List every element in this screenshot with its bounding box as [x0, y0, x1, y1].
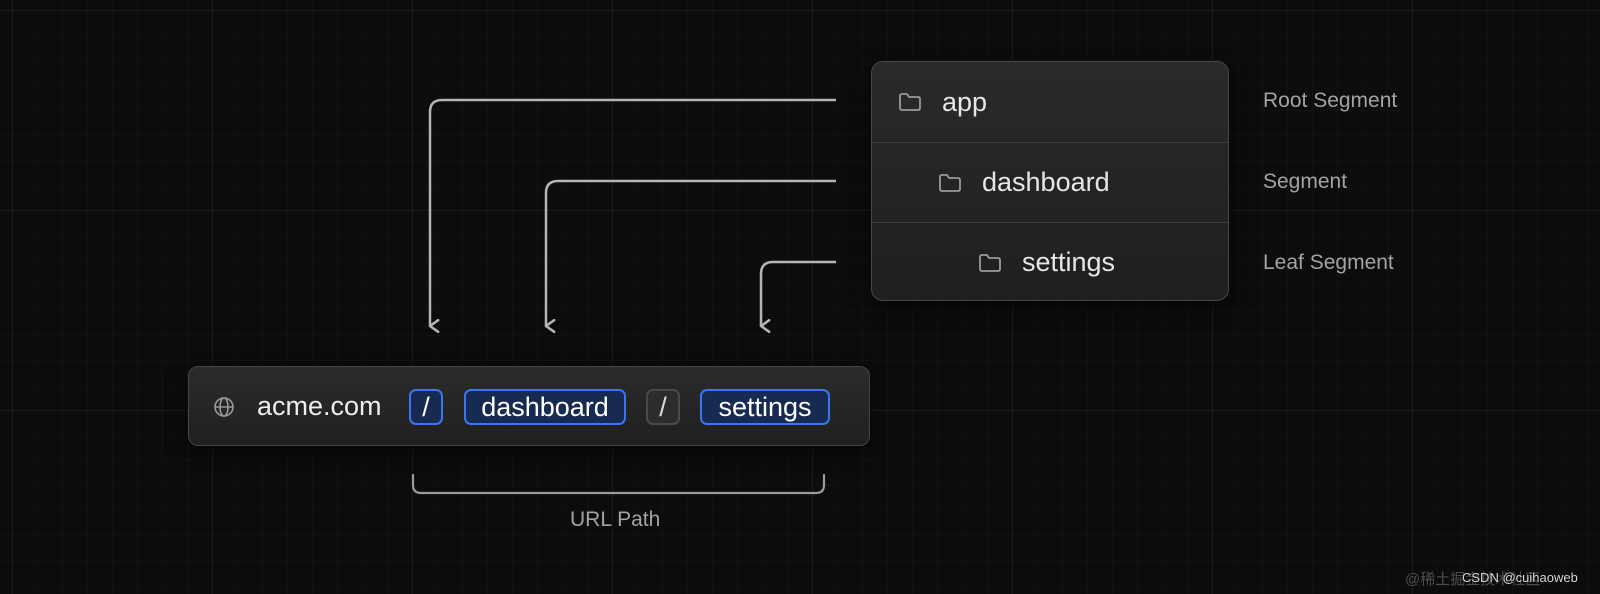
folder-icon: [938, 173, 962, 193]
url-path-label: URL Path: [570, 508, 661, 531]
watermark-faint: @稀土掘金技术社区: [1405, 571, 1541, 588]
segment-label-root: Root Segment: [1263, 89, 1398, 112]
folder-icon: [978, 253, 1002, 273]
folder-row-dashboard[interactable]: dashboard: [872, 142, 1228, 222]
url-domain: acme.com: [257, 391, 382, 421]
url-bar[interactable]: acme.com / dashboard / settings: [188, 366, 870, 446]
url-segment-settings[interactable]: settings: [700, 389, 830, 425]
segment-label-segment: Segment: [1263, 170, 1348, 193]
globe-icon: [213, 396, 235, 418]
folder-name: dashboard: [982, 167, 1110, 197]
url-segment-dashboard[interactable]: dashboard: [464, 389, 626, 425]
folder-name: app: [942, 86, 988, 117]
folder-row-app[interactable]: app: [872, 62, 1228, 142]
connector-root: [430, 98, 836, 326]
folder-tree: app dashboard settings: [871, 61, 1229, 301]
folder-name: settings: [1022, 247, 1116, 277]
connector-leaf: [761, 260, 836, 326]
url-segment-root-slash[interactable]: /: [409, 389, 443, 425]
folder-row-settings[interactable]: settings: [872, 222, 1228, 302]
watermark: CSDN @cuihaoweb: [1462, 570, 1578, 585]
segment-label-leaf: Leaf Segment: [1263, 251, 1394, 274]
url-segment-separator[interactable]: /: [646, 389, 680, 425]
folder-icon: [898, 92, 922, 112]
connector-segment: [546, 179, 836, 326]
